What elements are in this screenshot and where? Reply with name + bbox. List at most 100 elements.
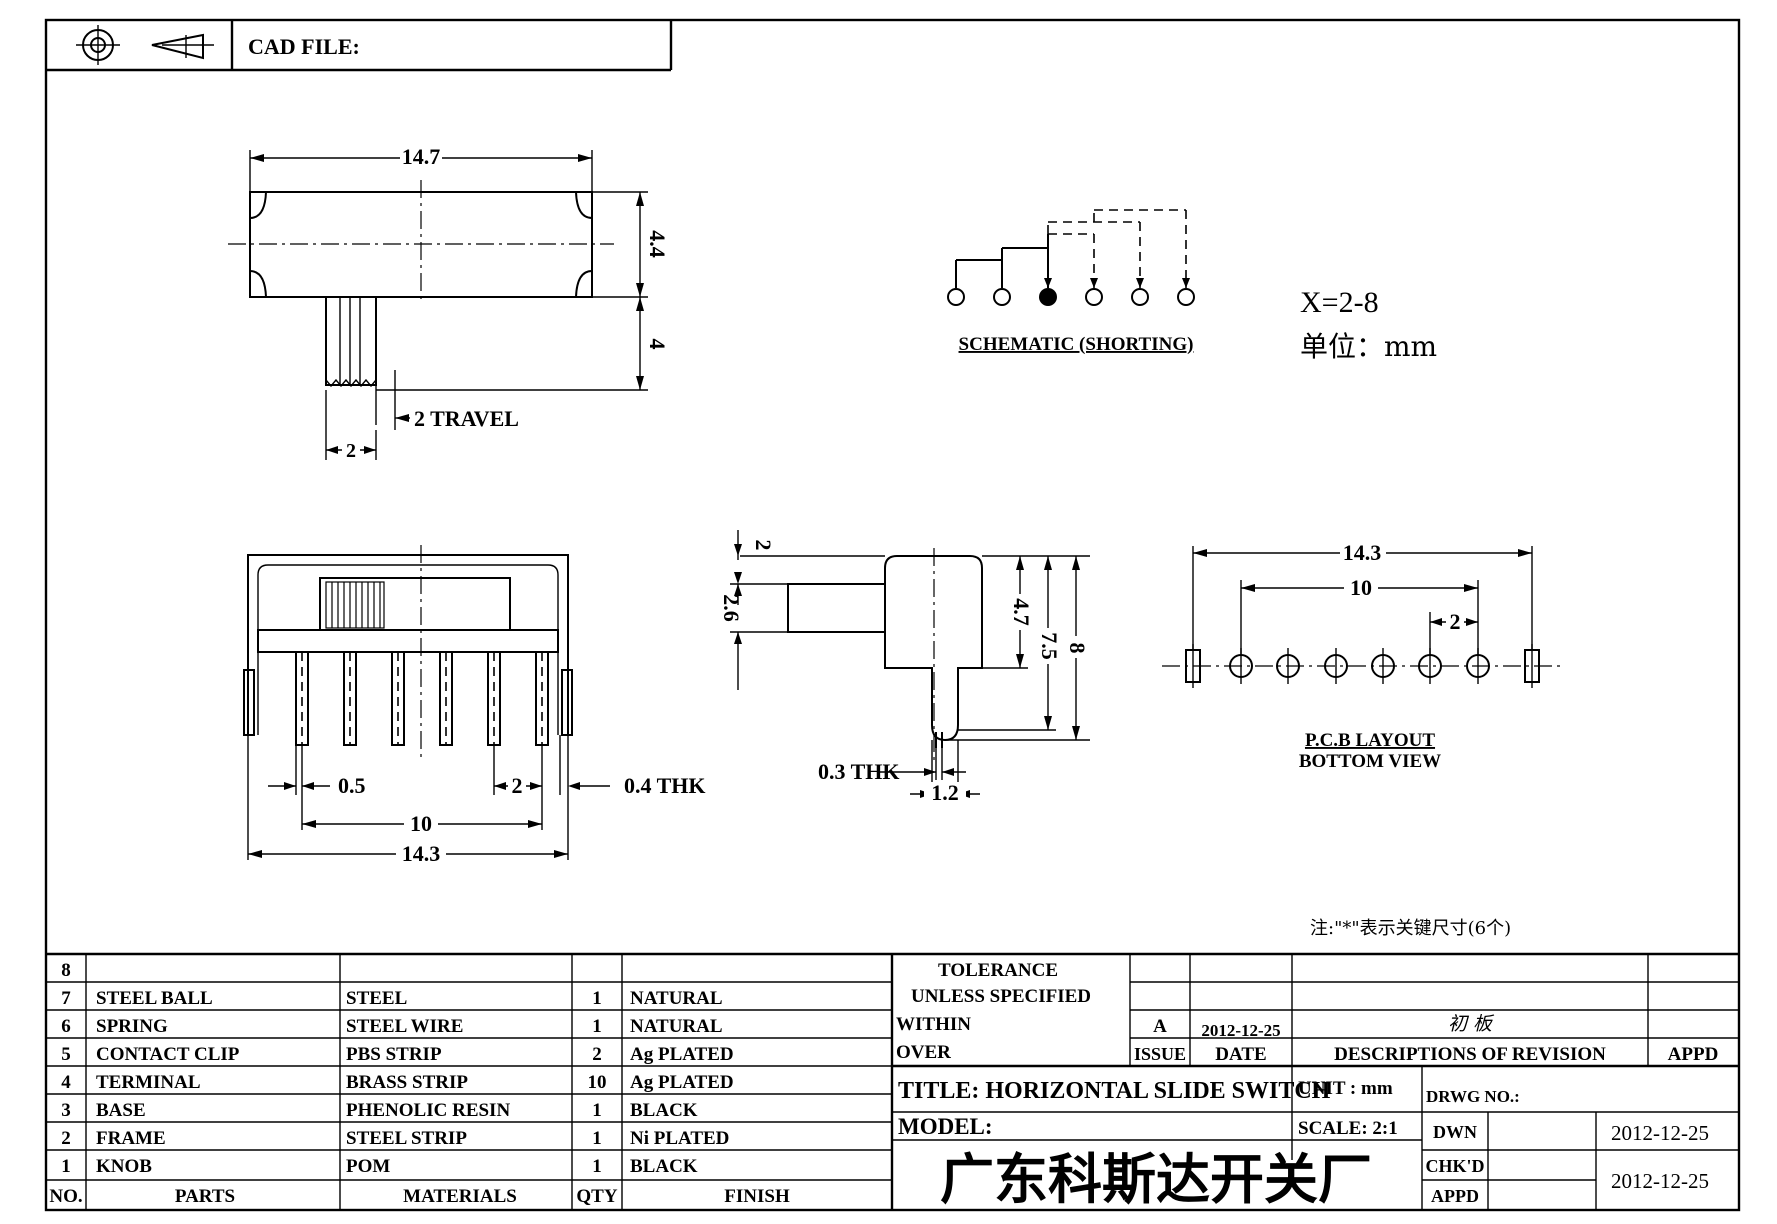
- bom-cell-part: STEEL BALL: [96, 988, 213, 1009]
- bom-cell-material: POM: [346, 1156, 390, 1177]
- bom-cell-no: 4: [61, 1072, 71, 1093]
- pcb-layout: [1162, 546, 1560, 688]
- pcb-dim-pitch: 2: [1450, 609, 1461, 634]
- bom-cell-no: 8: [61, 960, 71, 981]
- top-view: [228, 150, 648, 460]
- tolerance-within: WITHIN: [896, 1014, 971, 1035]
- dwn-label: DWN: [1433, 1122, 1477, 1142]
- dim-front-05: 0.5: [338, 773, 366, 798]
- dwn-date: 2012-12-25: [1611, 1121, 1709, 1145]
- bom-cell-no: 1: [61, 1156, 71, 1177]
- bom-cell-part: CONTACT CLIP: [96, 1044, 240, 1065]
- appd2-label: APPD: [1431, 1186, 1479, 1206]
- dim-side-thk: 0.3 THK: [818, 759, 900, 784]
- bom-cell-qty: 1: [592, 1156, 602, 1177]
- dim-front-span: 10: [410, 811, 432, 836]
- bom-cell-qty: 2: [592, 1044, 602, 1065]
- dim-knob-width: 2: [346, 440, 356, 462]
- schematic-caption: SCHEMATIC (SHORTING): [959, 334, 1194, 355]
- dim-travel: 2 TRAVEL: [414, 406, 519, 431]
- desc-label: DESCRIPTIONS OF REVISION: [1334, 1044, 1606, 1065]
- chkd-date: 2012-12-25: [1611, 1169, 1709, 1193]
- positions-note: X=2-8: [1300, 286, 1379, 319]
- schematic-diagram: [947, 209, 1195, 306]
- bom-header-no: NO.: [49, 1186, 82, 1207]
- dim-top-width: 14.7: [402, 144, 441, 169]
- pcb-dim-total: 14.3: [1343, 540, 1382, 565]
- projection-symbol-icon: [76, 25, 214, 65]
- drawing-title: TITLE: HORIZONTAL SLIDE SWITCH: [898, 1078, 1331, 1104]
- dim-side-75: 7.5: [1037, 632, 1062, 660]
- dim-front-total: 14.3: [402, 841, 441, 866]
- side-view: [730, 530, 1090, 800]
- drwg-no-label: DRWG NO.:: [1426, 1087, 1520, 1106]
- bom-header-finish: FINISH: [724, 1186, 790, 1207]
- bom-header-materials: MATERIALS: [403, 1186, 517, 1207]
- pcb-caption-1: P.C.B LAYOUT: [1305, 730, 1435, 751]
- scale-label: SCALE: 2:1: [1298, 1118, 1398, 1139]
- dim-front-thk: 0.4 THK: [624, 773, 706, 798]
- dim-side-knob-h: 2.6: [719, 594, 744, 622]
- bom-cell-no: 3: [61, 1100, 71, 1121]
- bom-header-parts: PARTS: [175, 1186, 235, 1207]
- bom-cell-material: PBS STRIP: [346, 1044, 442, 1065]
- footnote: 注:"*"表示关键尺寸(6个): [1310, 918, 1511, 939]
- bom-cell-no: 7: [61, 988, 71, 1009]
- bom-cell-no: 6: [61, 1016, 71, 1037]
- bom-cell-finish: Ag PLATED: [630, 1044, 734, 1065]
- dim-knob-length: 4: [645, 339, 670, 350]
- tolerance-over: OVER: [896, 1042, 951, 1063]
- cad-file-label: CAD FILE:: [248, 34, 360, 59]
- bom-cell-material: STEEL: [346, 988, 407, 1009]
- dim-top-height: 4.4: [645, 230, 670, 258]
- dim-front-pitch: 2: [512, 773, 523, 798]
- bom-cell-material: STEEL WIRE: [346, 1016, 463, 1037]
- chkd-label: CHK'D: [1425, 1156, 1484, 1176]
- pcb-dim-span: 10: [1350, 575, 1372, 600]
- bom-cell-finish: NATURAL: [630, 1016, 723, 1037]
- bom-cell-finish: BLACK: [630, 1100, 698, 1121]
- dim-side-top: 2: [751, 540, 776, 551]
- bom-cell-part: TERMINAL: [96, 1072, 201, 1093]
- appd-label: APPD: [1668, 1044, 1719, 1065]
- header-box: CAD FILE:: [46, 20, 673, 72]
- unit-note: 单位：mm: [1300, 330, 1437, 363]
- rev-description: 初 板: [1448, 1013, 1495, 1035]
- unit-label: UNIT : mm: [1298, 1078, 1393, 1099]
- pcb-caption-2: BOTTOM VIEW: [1299, 751, 1441, 772]
- model-label: MODEL:: [898, 1114, 993, 1139]
- bom-cell-qty: 10: [588, 1072, 607, 1093]
- bom-cell-qty: 1: [592, 988, 602, 1009]
- company-name: 广东科斯达开关厂: [940, 1148, 1372, 1211]
- bom-cell-qty: 1: [592, 1128, 602, 1149]
- front-view: [243, 545, 610, 860]
- issue-label: ISSUE: [1134, 1044, 1186, 1064]
- bom-cell-finish: BLACK: [630, 1156, 698, 1177]
- bom-cell-part: KNOB: [96, 1156, 152, 1177]
- bom-cell-qty: 1: [592, 1016, 602, 1037]
- bom-cell-finish: NATURAL: [630, 988, 723, 1009]
- bom-cell-material: PHENOLIC RESIN: [346, 1100, 510, 1121]
- bom-cell-part: BASE: [96, 1100, 146, 1121]
- bom-header-qty: QTY: [576, 1186, 617, 1207]
- bom-cell-finish: Ni PLATED: [630, 1128, 729, 1149]
- bom-cell-part: FRAME: [96, 1128, 166, 1149]
- bom-table: [46, 952, 1739, 1210]
- dim-side-8: 8: [1065, 643, 1090, 654]
- dim-side-12: 1.2: [931, 780, 959, 805]
- bom-cell-finish: Ag PLATED: [630, 1072, 734, 1093]
- title-block: [892, 954, 1739, 1210]
- rev-issue: A: [1153, 1016, 1167, 1037]
- bom-cell-no: 5: [61, 1044, 71, 1065]
- bom-cell-material: BRASS STRIP: [346, 1072, 468, 1093]
- tolerance-line1: TOLERANCE: [938, 960, 1058, 981]
- date-label: DATE: [1215, 1044, 1266, 1065]
- tolerance-line2: UNLESS SPECIFIED: [911, 986, 1091, 1007]
- dim-side-47: 4.7: [1009, 598, 1034, 626]
- bom-cell-part: SPRING: [96, 1016, 168, 1037]
- rev-date: 2012-12-25: [1201, 1021, 1280, 1040]
- bom-cell-material: STEEL STRIP: [346, 1128, 467, 1149]
- bom-cell-no: 2: [61, 1128, 71, 1149]
- bom-cell-qty: 1: [592, 1100, 602, 1121]
